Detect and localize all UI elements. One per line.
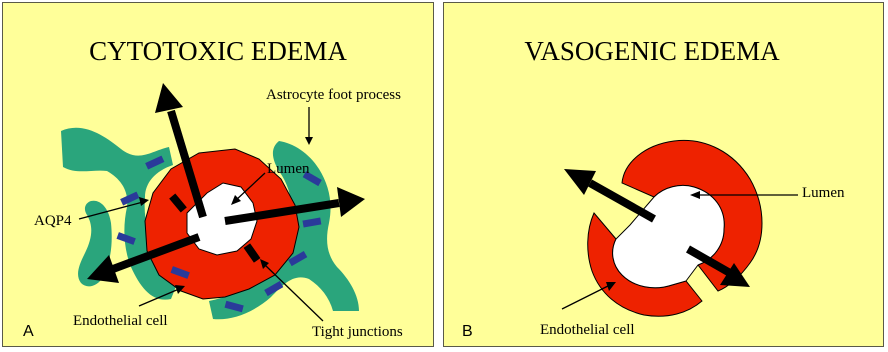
label-tight-junctions: Tight junctions [312,324,403,340]
panel-cytotoxic-edema: CYTOTOXIC EDEMA [2,2,434,347]
panel-a-label: A [23,323,34,340]
vasogenic-diagram: VASOGENIC EDEMA Lumen Endothelial cell B [444,3,885,348]
label-lumen: Lumen [802,185,845,201]
cytotoxic-diagram: CYTOTOXIC EDEMA [3,3,435,348]
label-astrocyte-foot-process: Astrocyte foot process [266,87,401,103]
panel-vasogenic-edema: VASOGENIC EDEMA Lumen Endothelial cell B [443,2,884,347]
label-endothelial-cell: Endothelial cell [540,322,635,338]
panel-a-title: CYTOTOXIC EDEMA [89,36,347,66]
panel-b-label: B [462,323,473,340]
label-lumen: Lumen [267,161,310,177]
label-endothelial-cell: Endothelial cell [73,313,168,329]
panel-b-title: VASOGENIC EDEMA [524,36,780,66]
label-aqp4: AQP4 [34,213,72,229]
